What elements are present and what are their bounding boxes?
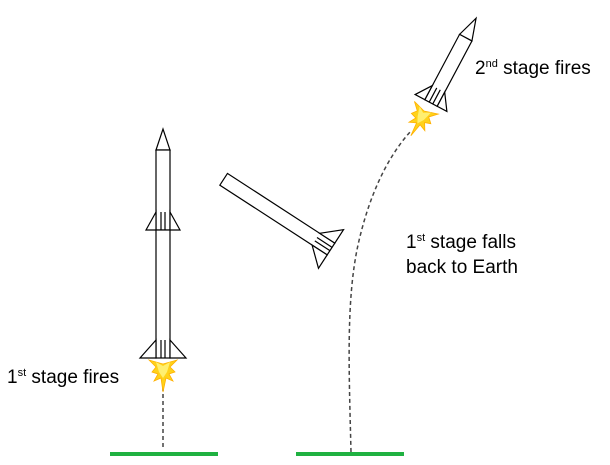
flame-icon xyxy=(407,101,440,136)
exhaust-trail-right xyxy=(348,131,411,453)
label-num: 1 xyxy=(406,232,417,253)
second-stage-rocket xyxy=(413,16,477,113)
label-first-stage-fires: 1st stage fires xyxy=(7,365,119,390)
first-stage-falling xyxy=(219,172,345,270)
label-sup: nd xyxy=(485,58,498,70)
label-second-stage-fires: 2nd stage fires xyxy=(475,56,591,81)
label-num: 1 xyxy=(7,367,18,388)
label-line-2: back to Earth xyxy=(406,257,518,278)
label-text: stage falls xyxy=(425,232,516,253)
label-text: stage fires xyxy=(26,367,120,388)
label-sup: st xyxy=(416,232,426,244)
label-line-1: 1st stage falls xyxy=(406,230,518,255)
label-num: 2 xyxy=(475,58,486,79)
two-stage-rocket xyxy=(138,127,188,359)
label-text: stage fires xyxy=(497,58,591,79)
label-sup: st xyxy=(17,367,27,379)
flame-icon xyxy=(147,359,179,393)
label-first-stage-falls: 1st stage falls back to Earth xyxy=(406,230,518,280)
